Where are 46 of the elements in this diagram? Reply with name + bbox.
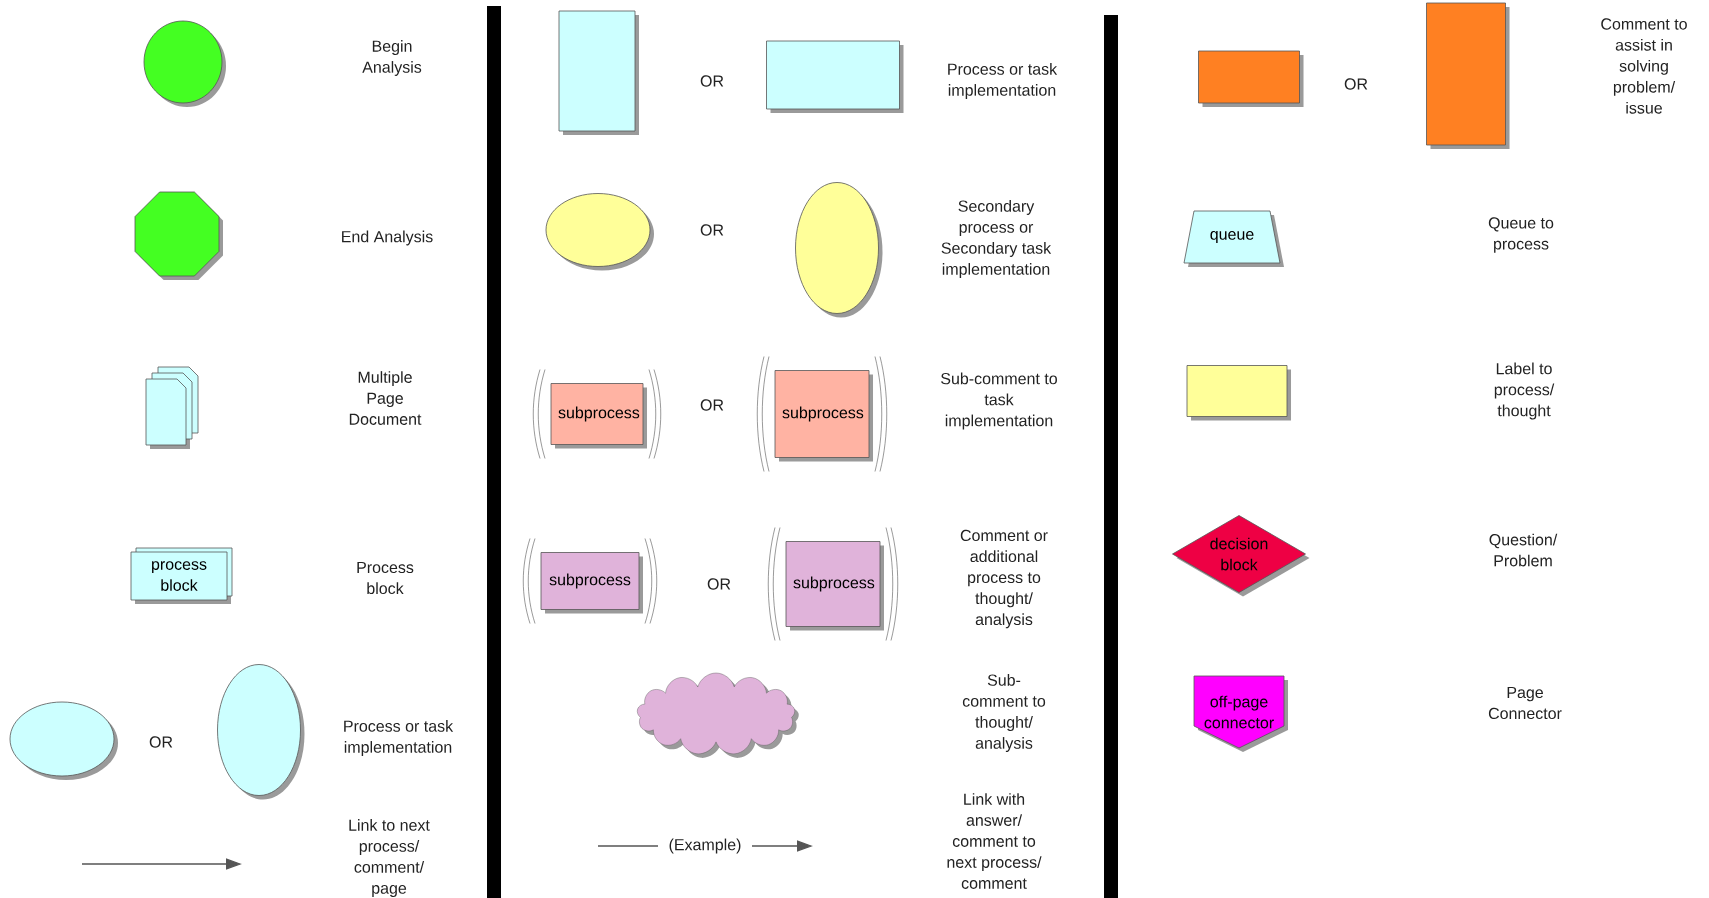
divider-bar <box>1104 15 1118 898</box>
subprocess-box: subprocess <box>756 356 888 472</box>
divider-bar <box>487 6 501 898</box>
document-stack-icon <box>145 366 199 449</box>
description-text: Process block <box>357 561 414 595</box>
description-text: Link with answer/ comment to next process/ comment <box>947 793 1042 889</box>
or-text: OR <box>700 224 724 236</box>
start-circle <box>143 20 226 107</box>
off-page-connector: off-page connector <box>1193 675 1288 752</box>
arrow-label: (Example) <box>658 836 752 856</box>
subprocess-box: subprocess <box>532 369 662 459</box>
description-text: Queue to process <box>1488 217 1554 253</box>
label-block <box>1186 365 1291 421</box>
or-text: OR <box>149 736 173 748</box>
or-text: OR <box>1344 78 1368 90</box>
queue-trapezoid: queue <box>1183 210 1284 267</box>
comment-rectangle <box>1198 50 1304 107</box>
description-text: End Analysis <box>342 230 433 246</box>
description-text: Multiple Page Document <box>349 371 422 425</box>
subprocess-box: subprocess <box>767 527 899 641</box>
process-ellipse <box>217 664 305 800</box>
or-text: OR <box>700 399 724 411</box>
description-text: Process or task implementation <box>948 63 1058 99</box>
description-text: Page Connector <box>1488 686 1562 720</box>
description-text: Secondary process or Secondary task implementation <box>941 200 1052 278</box>
process-rectangle <box>558 10 639 135</box>
description-text: Label to process/ thought <box>1494 362 1555 420</box>
description-text: Comment to assist in solving problem/ issue <box>1601 18 1687 114</box>
comment-rectangle <box>1426 2 1510 149</box>
description-text: Process or task implementation <box>344 720 454 756</box>
description-text: Sub-comment to thought/ analysis <box>962 674 1046 752</box>
description-text: Link to next process/ comment/ page <box>349 819 430 897</box>
description-text: Sub-comment to task implementation <box>941 372 1057 430</box>
process-block: process block <box>130 547 233 604</box>
secondary-ellipse <box>795 182 883 318</box>
description-text: Question/ Problem <box>1489 533 1558 567</box>
or-text: OR <box>700 75 724 87</box>
description-text: Comment or additional process to thought/ analysis <box>960 529 1048 629</box>
cloud-shape <box>637 672 799 758</box>
process-ellipse <box>9 701 118 780</box>
or-text: OR <box>707 578 731 590</box>
process-rectangle <box>766 40 904 113</box>
subprocess-box: subprocess <box>522 538 658 624</box>
secondary-ellipse <box>545 193 654 271</box>
end-octagon <box>134 191 223 280</box>
description-text: Begin Analysis <box>362 40 422 76</box>
